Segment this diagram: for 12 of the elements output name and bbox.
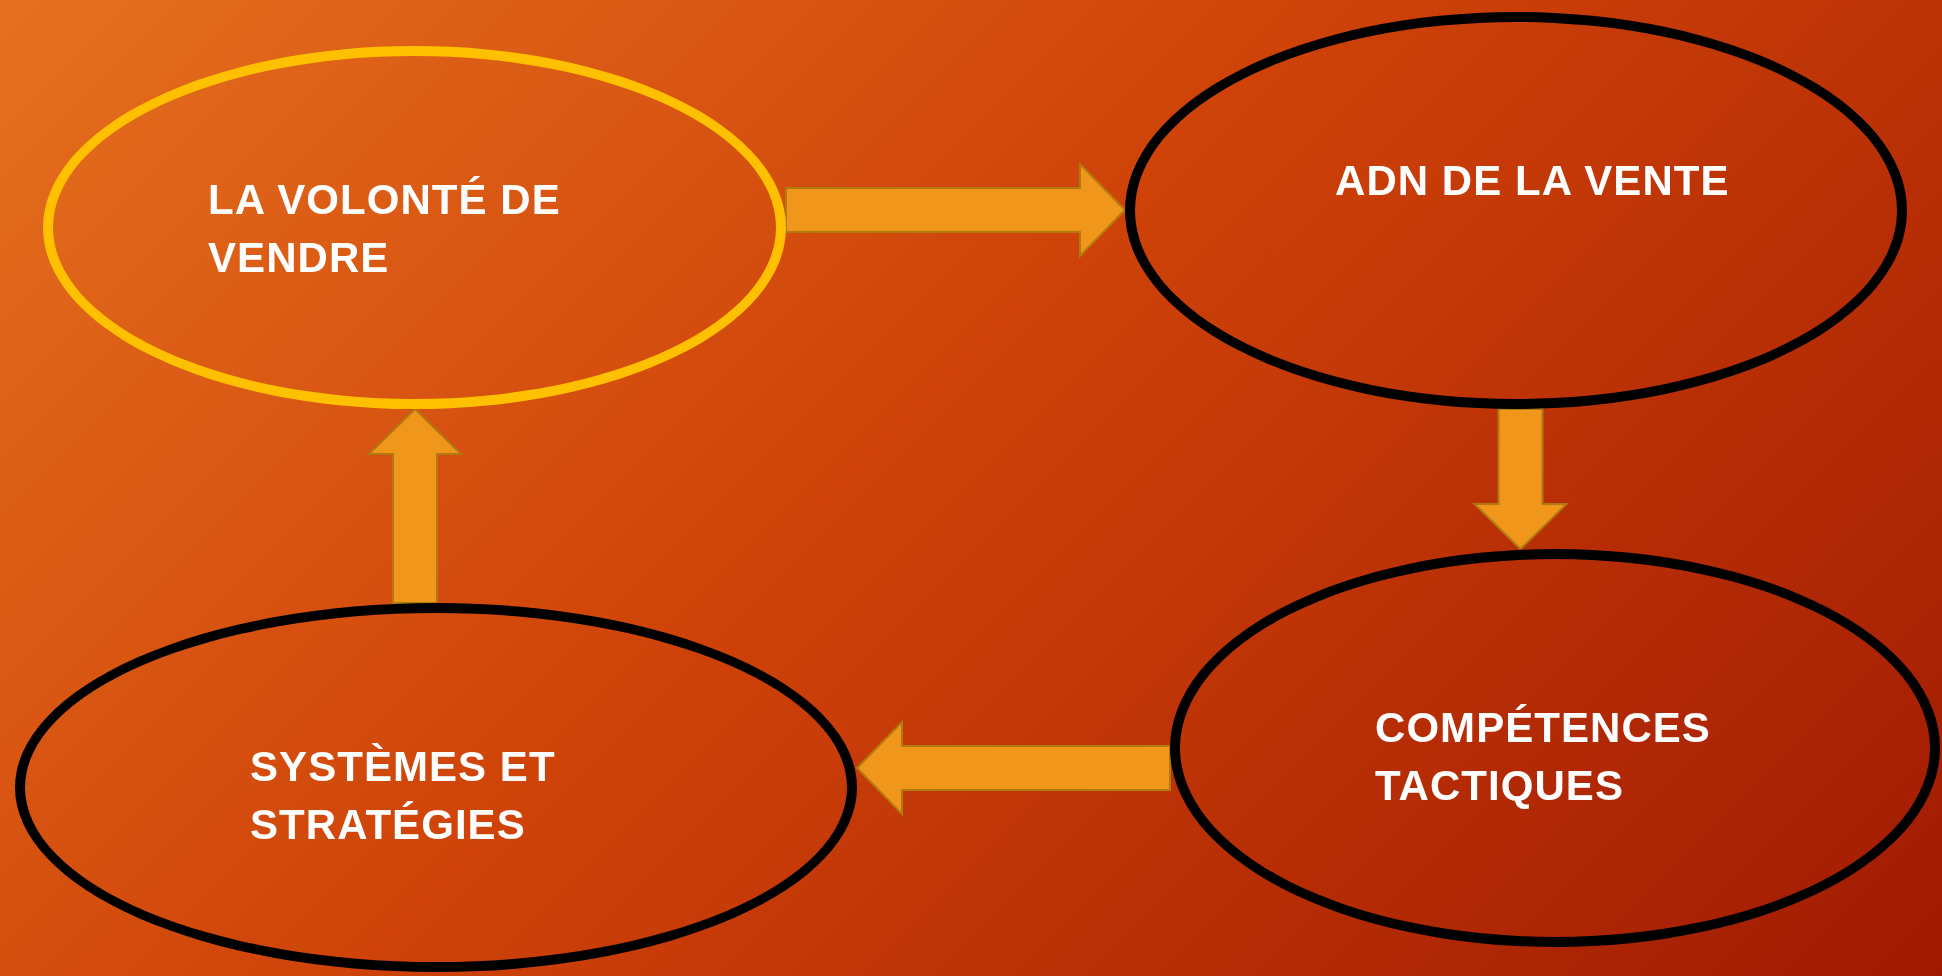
block-arrow (785, 161, 1127, 259)
ellipse-node (43, 46, 786, 409)
block-arrow (855, 719, 1171, 817)
ellipse-node (1125, 12, 1907, 409)
ellipse-node (1170, 549, 1940, 947)
block-arrow (366, 407, 464, 604)
block-arrow (1472, 408, 1569, 551)
node-label: SYSTÈMES ET STRATÉGIES (250, 742, 557, 850)
node-label: COMPÉTENCES TACTIQUES (1375, 703, 1712, 811)
node-label: ADN DE LA VENTE (1335, 156, 1731, 206)
ellipse-node (15, 603, 857, 972)
node-label: LA VOLONTÉ DE VENDRE (208, 175, 562, 283)
